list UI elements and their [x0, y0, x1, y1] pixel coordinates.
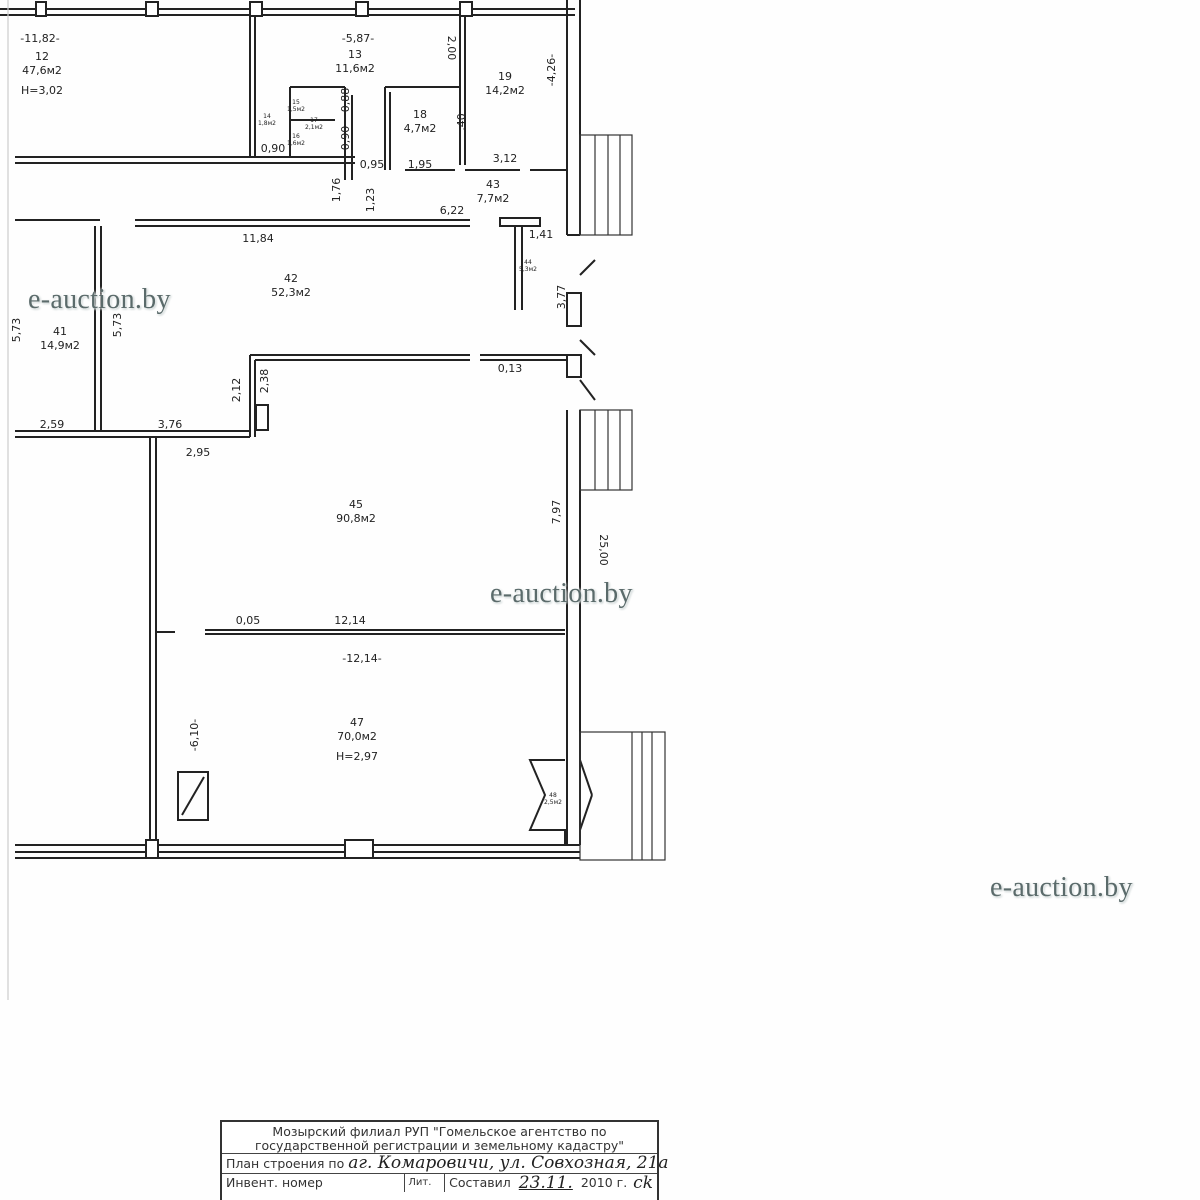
room-number: 14	[263, 113, 271, 120]
dimension-label: 3,77	[555, 285, 568, 310]
room-area: 7,7м2	[477, 192, 510, 205]
year: 2010 г.	[580, 1175, 628, 1190]
room-number: 16	[292, 133, 300, 140]
room-area: 14,2м2	[485, 84, 525, 97]
room-area: 2,5м2	[544, 799, 562, 806]
room-number: 44	[524, 259, 532, 266]
compiled-label: Составил	[449, 1175, 511, 1190]
title-block: Мозырский филиал РУП "Гомельское агентст…	[220, 1120, 669, 1200]
dimension-label: 5,73	[111, 313, 124, 338]
dimension-label: 1,41	[529, 228, 554, 241]
walls	[0, 0, 596, 859]
room-number: 12	[35, 50, 49, 63]
dimension-label: 7,97	[550, 500, 563, 525]
lit-label: Лит.	[405, 1174, 446, 1192]
dimension-label: 0,95	[360, 158, 385, 171]
dimension-label: 2,59	[40, 418, 65, 431]
stairs	[7, 0, 666, 1000]
room-area: 5,3м2	[519, 266, 537, 273]
room-number: 19	[498, 70, 512, 83]
inventory-row: Инвент. номер Лит. Составил 23.11. 2010 …	[222, 1174, 657, 1192]
signature: ck	[633, 1173, 653, 1193]
room-number: 15	[292, 99, 300, 106]
room-number: 42	[284, 272, 298, 285]
dimension-label: 0,88	[339, 88, 352, 113]
inventory-label: Инвент. номер	[226, 1174, 406, 1192]
watermark: e-auction.by	[28, 284, 171, 315]
room-area: 52,3м2	[271, 286, 311, 299]
watermark: e-auction.by	[990, 872, 1133, 903]
room-height: Н=2,97	[336, 750, 378, 763]
dimension-label: 0,90	[339, 126, 352, 151]
room-area: 4,7м2	[404, 122, 437, 135]
dimension-label: -6,10-	[188, 719, 201, 751]
dimension-label: -12,14-	[342, 652, 381, 665]
room-number: 43	[486, 178, 500, 191]
dimension-label: ,40	[455, 113, 468, 131]
plan-address: аг. Комаровичи, ул. Совхозная, 21а	[348, 1153, 669, 1173]
dimension-label: 12,14	[334, 614, 366, 627]
org-line-1: Мозырский филиал РУП "Гомельское агентст…	[272, 1124, 607, 1139]
dimension-label: -5,87-	[342, 32, 374, 45]
room-number: 17	[310, 117, 318, 124]
plan-label: План строения по	[226, 1156, 345, 1171]
room-number: 48	[549, 792, 557, 799]
dimension-label: 6,22	[440, 204, 465, 217]
room-area: 1,8м2	[258, 120, 276, 127]
dimension-label: 0,13	[498, 362, 523, 375]
room-area: 1,6м2	[287, 140, 305, 147]
dimension-label: 2,00	[445, 36, 458, 61]
room-number: 41	[53, 325, 67, 338]
room-area: 70,0м2	[337, 730, 377, 743]
room-area: 2,1м2	[305, 124, 323, 131]
org-line-2: государственной регистрации и земельному…	[254, 1138, 625, 1153]
dimension-label: 11,84	[242, 232, 274, 245]
room-area: 11,6м2	[335, 62, 375, 75]
dimension-label: 0,90	[261, 142, 286, 155]
room-and-dimension-labels: 1247,6м2Н=3,021311,6м2141,8м2151,5м2161,…	[10, 32, 610, 806]
dimension-label: 3,76	[158, 418, 183, 431]
room-area: 90,8м2	[336, 512, 376, 525]
dimension-label: 1,95	[408, 158, 433, 171]
room-number: 18	[413, 108, 427, 121]
room-number: 47	[350, 716, 364, 729]
dimension-label: 3,12	[493, 152, 518, 165]
room-number: 13	[348, 48, 362, 61]
plan-row: План строения по аг. Комаровичи, ул. Сов…	[222, 1154, 669, 1174]
room-height: Н=3,02	[21, 84, 63, 97]
dimension-label: 2,12	[230, 378, 243, 403]
organization: Мозырский филиал РУП "Гомельское агентст…	[222, 1122, 657, 1154]
room-area: 47,6м2	[22, 64, 62, 77]
dimension-label: 0,05	[236, 614, 261, 627]
dimension-label: 1,23	[364, 188, 377, 213]
dimension-label: -11,82-	[20, 32, 59, 45]
dimension-label: 25,00	[597, 534, 610, 566]
dimension-label: 1,76	[330, 178, 343, 203]
dimension-label: 2,95	[186, 446, 211, 459]
dimension-label: 5,73	[10, 318, 23, 343]
room-number: 45	[349, 498, 363, 511]
room-area: 1,5м2	[287, 106, 305, 113]
room-area: 14,9м2	[40, 339, 80, 352]
dimension-label: -4,26-	[545, 54, 558, 86]
compiled-date: 23.11.	[518, 1173, 573, 1193]
watermark: e-auction.by	[490, 578, 633, 609]
dimension-label: 2,38	[258, 369, 271, 394]
